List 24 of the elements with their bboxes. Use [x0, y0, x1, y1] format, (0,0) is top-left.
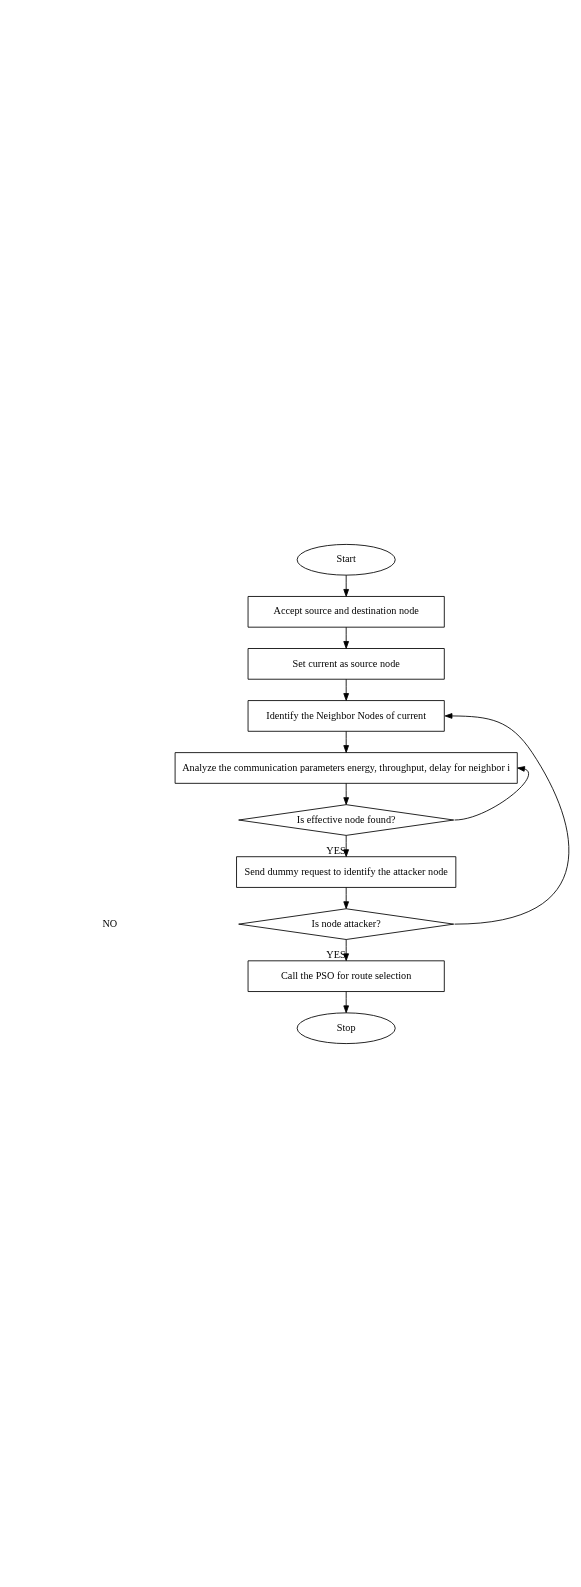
- arrow: [343, 730, 349, 753]
- arrow: [343, 678, 349, 701]
- arrow: [444, 712, 570, 925]
- edge-label: YES: [326, 844, 346, 856]
- node-box: Accept source and destination node: [247, 595, 445, 628]
- arrow: [343, 834, 349, 857]
- label: NO: [102, 917, 118, 929]
- edge-label: YES: [326, 948, 346, 960]
- arrow: [343, 886, 349, 909]
- node-ellipse: Stop: [296, 1011, 396, 1044]
- node-box: Call the PSO for route selection: [247, 959, 445, 992]
- arrow: [343, 626, 349, 649]
- arrow: [343, 990, 349, 1013]
- node-box: Send dummy request to identify the attacker node: [236, 855, 457, 888]
- node-box: Set current as source node: [247, 647, 445, 680]
- arrow: [343, 782, 349, 805]
- node-ellipse: Start: [296, 543, 396, 576]
- node-box: Identify the Neighbor Nodes of current: [247, 699, 445, 732]
- node-diamond: Is effective node found?: [238, 803, 455, 836]
- node-box: Analyze the communication parameters energy, throughput, delay for neighbor i: [174, 751, 518, 784]
- node-diamond: Is node attacker?: [238, 907, 455, 940]
- arrow: [343, 938, 349, 961]
- arrow: [454, 765, 529, 820]
- arrow: [343, 574, 349, 597]
